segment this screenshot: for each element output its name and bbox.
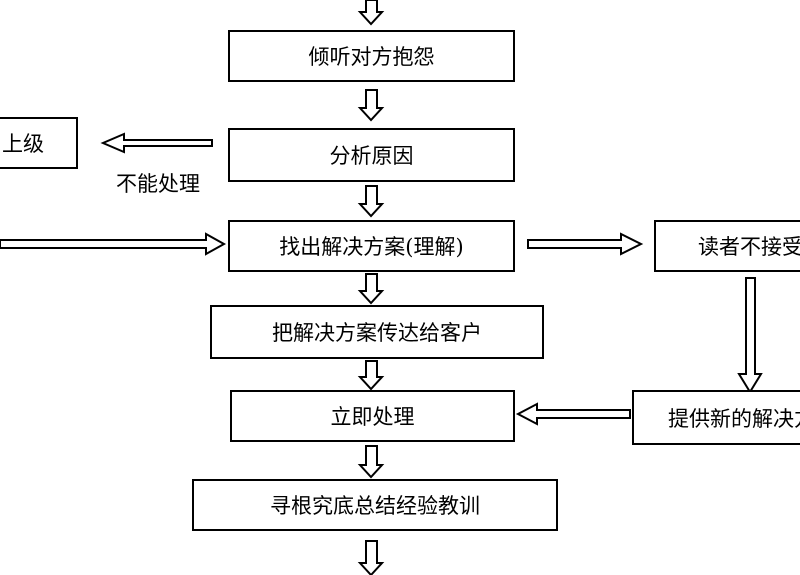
step-new-solution-text: 提供新的解决方案 [668, 406, 800, 431]
step-listen-box: 倾听对方抱怨 [228, 30, 515, 82]
step-handle-text: 立即处理 [330, 405, 415, 429]
cannot-handle-label: 不能处理 [116, 172, 200, 196]
step-solution-text: 找出解决方案(理解) [279, 235, 464, 259]
step-convey-box: 把解决方案传达给客户 [210, 305, 544, 359]
arrow-analyze-to-solution [357, 185, 385, 218]
arrow-analyze-to-escalate [100, 132, 213, 154]
arrow-top-entry [357, 0, 385, 26]
arrow-listen-to-analyze [357, 89, 385, 122]
step-review-text: 寻根究底总结经验教训 [270, 494, 480, 518]
arrow-solution-to-reject [527, 232, 644, 256]
arrow-convey-to-handle [357, 360, 385, 391]
step-escalate-box: 上级 [0, 117, 78, 169]
step-review-box: 寻根究底总结经验教训 [192, 479, 558, 531]
step-reject-text: 读者不接受 [698, 235, 800, 259]
arrow-bottom-exit [357, 540, 385, 575]
step-reject-box: 读者不接受 [654, 220, 800, 272]
step-escalate-text: 上级 [2, 132, 44, 156]
step-handle-box: 立即处理 [230, 390, 515, 442]
arrow-left-entry-to-solution [0, 232, 227, 256]
step-new-solution-box: 提供新的解决方案 [632, 390, 800, 445]
step-analyze-text: 分析原因 [329, 144, 414, 168]
arrow-solution-to-convey [357, 273, 385, 305]
step-solution-box: 找出解决方案(理解) [228, 220, 515, 272]
arrow-reject-to-new-solution [737, 277, 763, 394]
arrow-new-solution-to-handle [515, 402, 631, 426]
step-listen-text: 倾听对方抱怨 [308, 45, 435, 69]
step-convey-text: 把解决方案传达给客户 [272, 321, 482, 345]
step-analyze-box: 分析原因 [228, 128, 515, 182]
arrow-handle-to-review [357, 445, 385, 479]
